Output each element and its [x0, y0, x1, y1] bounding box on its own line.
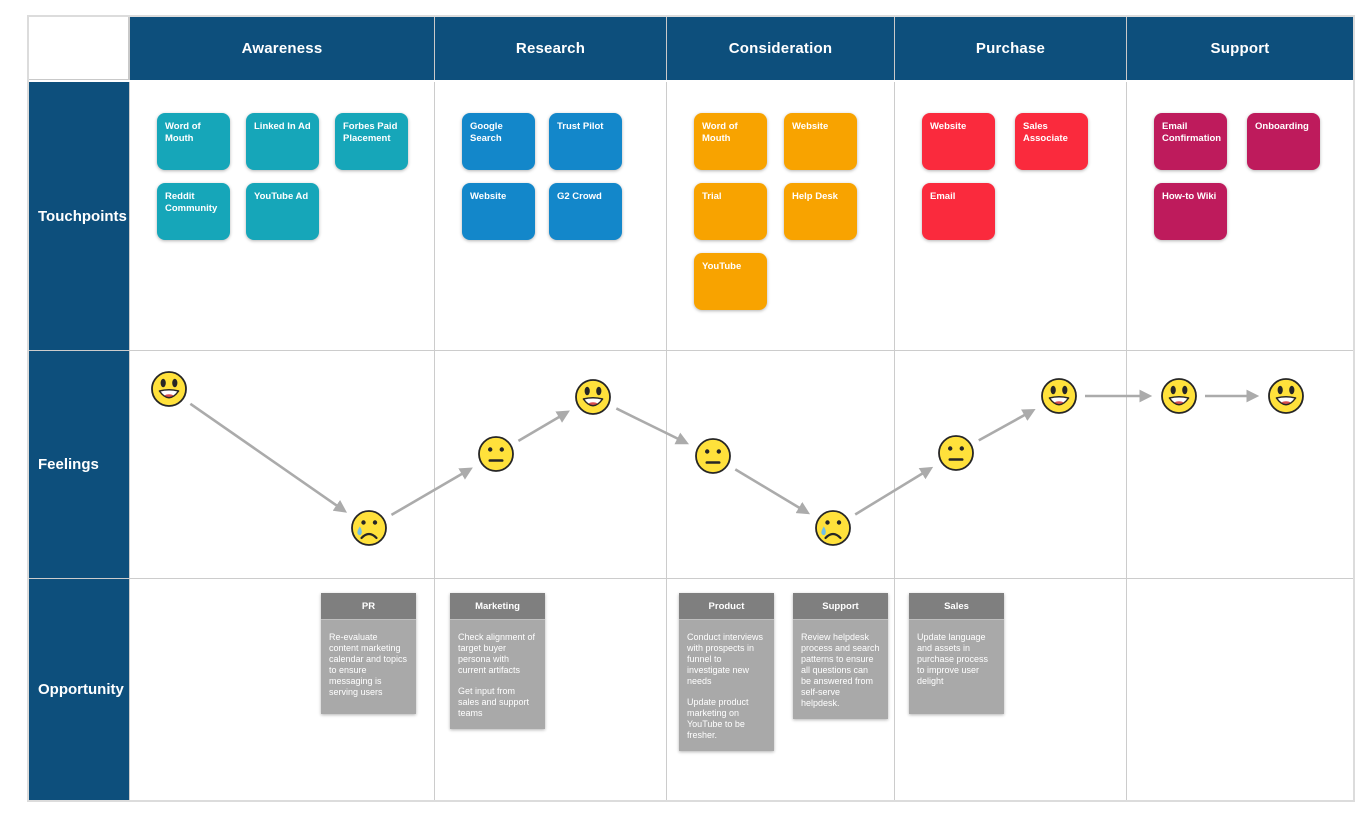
opportunity-note-text: Re-evaluate content marketing calendar a… [329, 632, 408, 697]
stage-header-purchase: Purchase [894, 17, 1126, 80]
stage-header-label: Purchase [975, 40, 1046, 57]
feelings-arrow [615, 407, 689, 445]
opportunity-note-text: Get input from sales and support teams [458, 685, 530, 718]
column-divider [129, 82, 130, 800]
emoji-grin[interactable] [1161, 378, 1197, 414]
feelings-arrow [854, 466, 934, 516]
column-divider [434, 82, 435, 800]
sentiment-curve [151, 371, 1304, 546]
touchpoint-note[interactable]: YouTube Ad [246, 183, 319, 240]
stage-header-consideration: Consideration [666, 17, 894, 80]
opportunity-note-team: Marketing [450, 593, 545, 620]
stage-header-label: Research [515, 40, 586, 57]
touchpoint-note[interactable]: Sales Associate [1015, 113, 1088, 170]
touchpoint-note[interactable]: G2 Crowd [549, 183, 622, 240]
touchpoint-note[interactable]: Trial [694, 183, 767, 240]
touchpoint-note[interactable]: Google Search [462, 113, 535, 170]
emoji-neutral[interactable] [938, 435, 974, 471]
opportunity-note-team: Sales [909, 593, 1004, 620]
row-label-text: Opportunity [38, 681, 124, 698]
stage-header-label: Consideration [728, 40, 833, 57]
row-label-text: Touchpoints [38, 207, 127, 225]
opportunity-note-text: Conduct interviews with prospects in fun… [687, 632, 764, 686]
touchpoint-note[interactable]: Forbes Paid Placement [335, 113, 408, 170]
opportunity-note-body: Update language and assets in purchase p… [909, 620, 1004, 714]
touchpoint-note[interactable]: Website [922, 113, 995, 170]
touchpoint-note[interactable]: Email Confirmation [1154, 113, 1227, 170]
opportunity-note-team: PR [321, 593, 416, 620]
touchpoint-note[interactable]: How-to Wiki [1154, 183, 1227, 240]
row-label-touchpoints: Touchpoints [29, 82, 129, 350]
row-label-opportunity: Opportunity [29, 579, 129, 800]
opportunity-note-text: Update language and assets in purchase p… [917, 632, 989, 686]
feelings-arrow [517, 410, 570, 442]
column-divider [894, 82, 895, 800]
opportunity-note-text: Review helpdesk process and search patte… [801, 632, 880, 708]
stage-header-label: Awareness [241, 40, 323, 57]
touchpoint-note[interactable]: Website [462, 183, 535, 240]
feelings-arrow [978, 408, 1036, 442]
touchpoint-note[interactable]: Website [784, 113, 857, 170]
touchpoint-note[interactable]: YouTube [694, 253, 767, 310]
stage-header-support: Support [1126, 17, 1353, 80]
touchpoint-note[interactable]: Linked In Ad [246, 113, 319, 170]
row-divider [29, 350, 1353, 351]
row-divider [29, 578, 1353, 579]
touchpoint-note[interactable]: Onboarding [1247, 113, 1320, 170]
touchpoint-note[interactable]: Word of Mouth [157, 113, 230, 170]
opportunity-note-team: Product [679, 593, 774, 620]
corner-cell [29, 17, 129, 80]
opportunity-note-body: Conduct interviews with prospects in fun… [679, 620, 774, 751]
stage-header-awareness: Awareness [129, 17, 434, 80]
opportunity-note-pr[interactable]: PR Re-evaluate content marketing calendar… [321, 593, 416, 714]
opportunity-note-text: Update product marketing on YouTube to b… [687, 696, 749, 740]
stage-header-research: Research [434, 17, 666, 80]
touchpoint-group-awareness: Word of Mouth Linked In Ad Forbes Paid Pla… [157, 113, 408, 240]
touchpoint-note[interactable]: Reddit Community [157, 183, 230, 240]
opportunity-note-body: Check alignment of target buyer persona … [450, 620, 545, 729]
row-label-feelings: Feelings [29, 351, 129, 578]
emoji-grin[interactable] [575, 379, 611, 415]
touchpoint-note[interactable]: Email [922, 183, 995, 240]
column-divider [666, 82, 667, 800]
emoji-grin[interactable] [151, 371, 187, 407]
opportunity-note-body: Review helpdesk process and search patte… [793, 620, 888, 719]
column-divider [1126, 82, 1127, 800]
stage-header-label: Support [1210, 40, 1270, 57]
opportunity-note-body: Re-evaluate content marketing calendar a… [321, 620, 416, 714]
emoji-grin[interactable] [1268, 378, 1304, 414]
emoji-neutral[interactable] [478, 436, 514, 472]
opportunity-note-team: Support [793, 593, 888, 620]
emoji-cry[interactable] [815, 510, 851, 546]
feelings-arrow [189, 402, 348, 513]
touchpoint-note[interactable]: Trust Pilot [549, 113, 622, 170]
row-label-text: Feelings [38, 456, 99, 473]
emoji-cry[interactable] [351, 510, 387, 546]
touchpoint-note[interactable]: Word of Mouth [694, 113, 767, 170]
emoji-neutral[interactable] [695, 438, 731, 474]
feelings-arrow [390, 467, 473, 517]
emoji-grin[interactable] [1041, 378, 1077, 414]
feelings-arrow [734, 468, 811, 515]
opportunity-note-text: Check alignment of target buyer persona … [458, 632, 536, 675]
touchpoint-note[interactable]: Help Desk [784, 183, 857, 240]
